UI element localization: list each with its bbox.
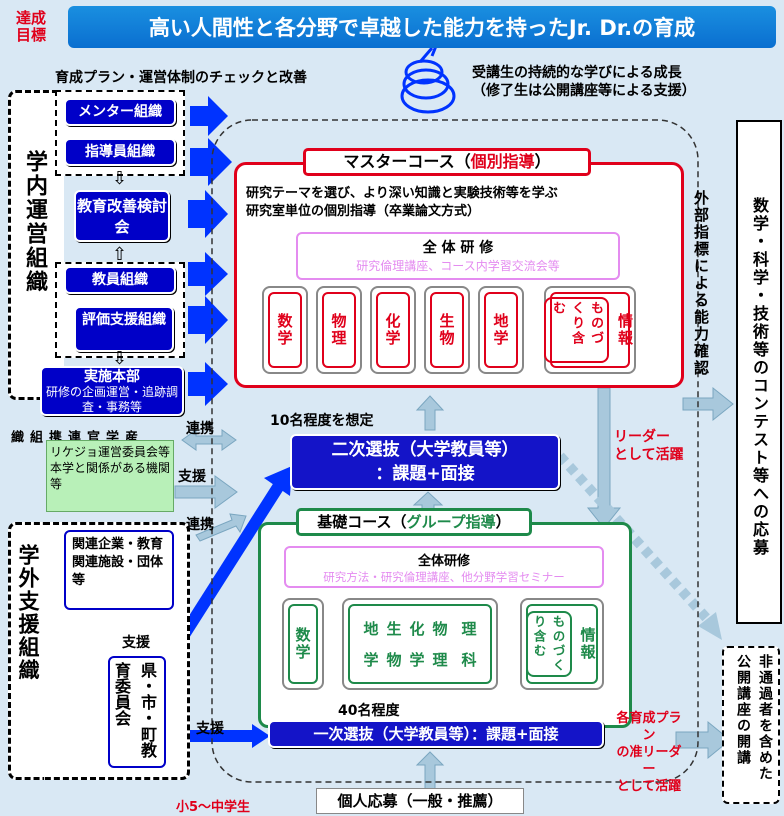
second-selection: 二次選抜（大学教員等） ：課題+面接 xyxy=(290,434,560,490)
renkei-label-1: 連携 xyxy=(186,421,214,437)
individual-application: 個人応募（一般・推薦） xyxy=(316,788,524,814)
goal-label: 達成 目標 xyxy=(15,9,46,44)
master-subject-chemistry: 化学 xyxy=(376,292,410,368)
forty-label: 40名程度 xyxy=(338,703,400,719)
external-check: 外部指標による能力確認 xyxy=(692,190,710,377)
check-label: 育成プラン・運営体制のチェックと改善 xyxy=(55,70,307,86)
spiral-icon xyxy=(400,42,456,114)
master-desc: 研究テーマを選び、より深い知識と実験技術等を学ぶ 研究室単位の個別指導（卒業論文… xyxy=(246,186,558,219)
jun-leader-label: 各育成プラン の准リーダー として活躍 xyxy=(616,711,682,794)
master-subject-biology: 生物 xyxy=(430,292,464,368)
basic-subject-science: 地生化物理 学物学理科 xyxy=(342,598,498,690)
related-companies: 関連企業・教育関連施設・団体等 xyxy=(64,530,174,610)
first-selection: 一次選抜（大学教員等）：課題+面接 xyxy=(268,720,604,748)
instructor-org: 指導員組織 xyxy=(64,138,176,166)
master-subject-math: 数学 xyxy=(268,292,302,368)
basic-subject-math: 数学 xyxy=(288,604,318,684)
faculty-org: 教員組織 xyxy=(64,266,176,294)
age-label: 小5〜中学生 xyxy=(176,800,251,815)
master-subject-earth: 地学 xyxy=(484,292,518,368)
shien-label-1: 支援 xyxy=(178,469,206,485)
basic-course-title: 基礎コース（グループ指導） xyxy=(296,508,532,536)
shien-label-3: 支援 xyxy=(196,721,224,737)
renkei-label-2: 連携 xyxy=(186,517,214,533)
goal-banner: 高い人間性と各分野で卓越した能力を持ったJr. Dr.の育成 xyxy=(68,6,776,48)
master-training: 全 体 研 修 研究倫理講座、コース内学習交流会等 xyxy=(296,232,620,280)
growth-label: 受講生の持続的な学びによる成長 （修了生は公開講座等による支援） xyxy=(472,65,696,99)
external-org-label: 学外支援組織 xyxy=(16,544,40,682)
rikejo-committee: リケジョ運営委員会等 本学と関係がある機関等 xyxy=(46,440,174,512)
arrow-up-icon: ⇧ xyxy=(112,244,128,265)
mentor-org: メンター組織 xyxy=(64,98,176,126)
internal-org-label: 学内運営組織 xyxy=(22,150,47,294)
arrow-down-icon-2: ⇩ xyxy=(112,348,128,369)
ten-label: 10名程度を想定 xyxy=(270,413,374,429)
arrow-down-icon: ⇩ xyxy=(112,168,128,189)
education-board: 県・市・町教育委員会 xyxy=(108,656,166,768)
leader-label: リーダー として活躍 xyxy=(614,429,684,463)
master-subject-physics: 物理 xyxy=(322,292,356,368)
internal-arrows xyxy=(188,96,232,406)
education-improvement: 教育改善検討会 xyxy=(74,190,170,242)
open-lecture: 非通過者を含めた公開講座の開講 xyxy=(722,646,780,804)
master-subject-info: ものづくり含む 情報 xyxy=(544,286,636,374)
shien-label-2: 支援 xyxy=(122,635,150,651)
evaluation-support: 評価支援組織 xyxy=(74,306,174,352)
internal-org-frame xyxy=(8,90,64,400)
basic-subject-info: ものづくり含む 情報 xyxy=(520,598,604,690)
basic-training: 全体研修 研究方法・研究倫理講座、他分野学習セミナー xyxy=(284,546,604,588)
contest-box: 数学・科学・技術等のコンテスト等への応募 xyxy=(736,120,782,624)
master-course-title: マスターコース（個別指導） xyxy=(303,148,591,176)
headquarters: 実施本部 研修の企画運営・追跡調査・事務等 xyxy=(40,366,184,416)
